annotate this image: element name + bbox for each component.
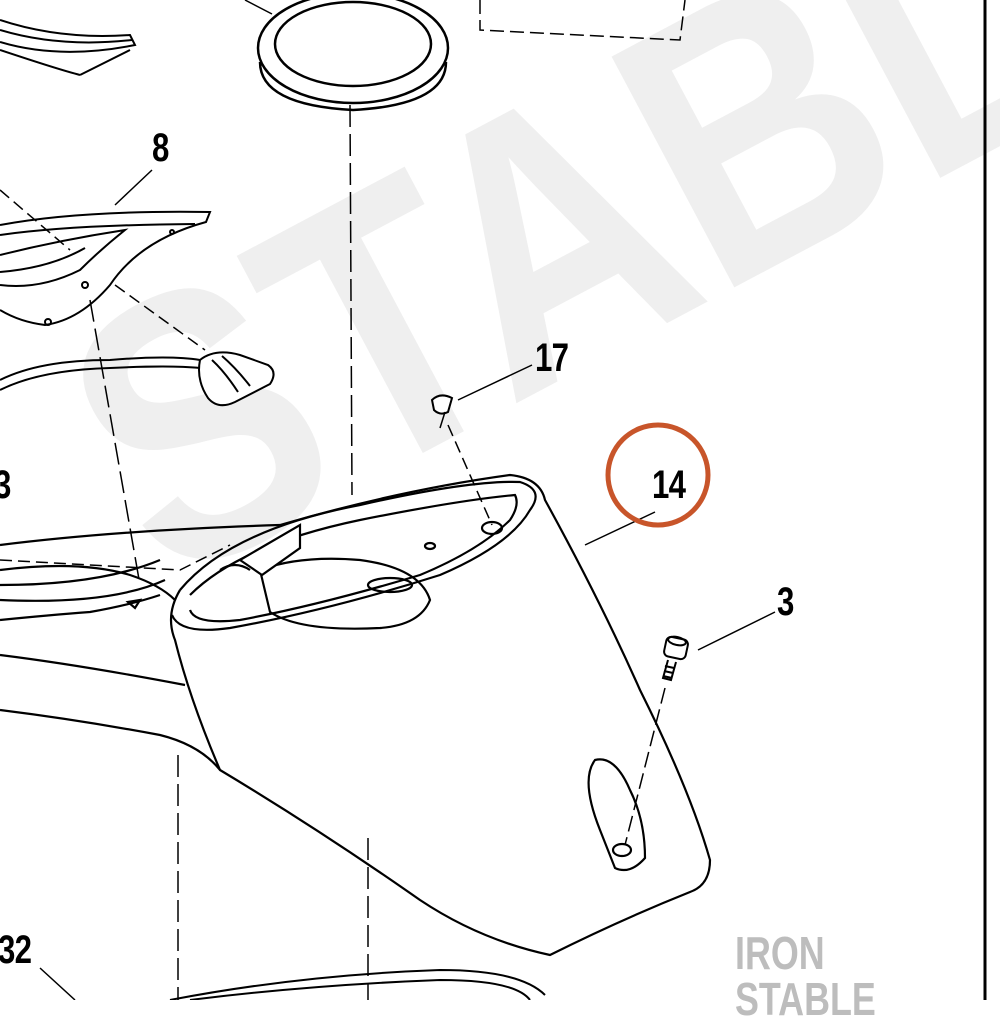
guide-dashed-box xyxy=(479,0,686,41)
highlight-circle-14 xyxy=(605,422,711,528)
gasket-ring xyxy=(244,0,450,112)
callout-32: 32 xyxy=(0,928,32,972)
parts-diagram: STABLE xyxy=(0,0,1000,1000)
callout-3: 3 xyxy=(777,580,794,624)
bolt-3 xyxy=(661,635,689,682)
brand-watermark: IRON STABLE xyxy=(735,927,876,1025)
guide-left-body xyxy=(0,544,231,571)
wire-harness xyxy=(0,351,275,407)
callout-14: 14 xyxy=(652,463,686,507)
grille-part xyxy=(0,19,137,76)
callout-3-left: 3 xyxy=(0,465,11,505)
lens-cover-part xyxy=(0,210,212,327)
bottom-strip-part xyxy=(39,967,546,1000)
guide-8-a xyxy=(0,189,71,251)
guide-3 xyxy=(624,687,666,846)
fastener-17 xyxy=(430,394,454,429)
callout-17: 17 xyxy=(535,336,569,380)
guide-vertical-center xyxy=(349,104,353,496)
guide-8-b xyxy=(114,284,206,351)
leader-8 xyxy=(114,169,153,206)
leader-17 xyxy=(457,364,533,401)
leader-14 xyxy=(584,511,656,546)
callout-8: 8 xyxy=(152,126,169,170)
leader-3 xyxy=(697,611,776,651)
guide-8-c xyxy=(89,299,141,586)
guide-17 xyxy=(447,424,493,526)
housing-body xyxy=(0,473,712,957)
